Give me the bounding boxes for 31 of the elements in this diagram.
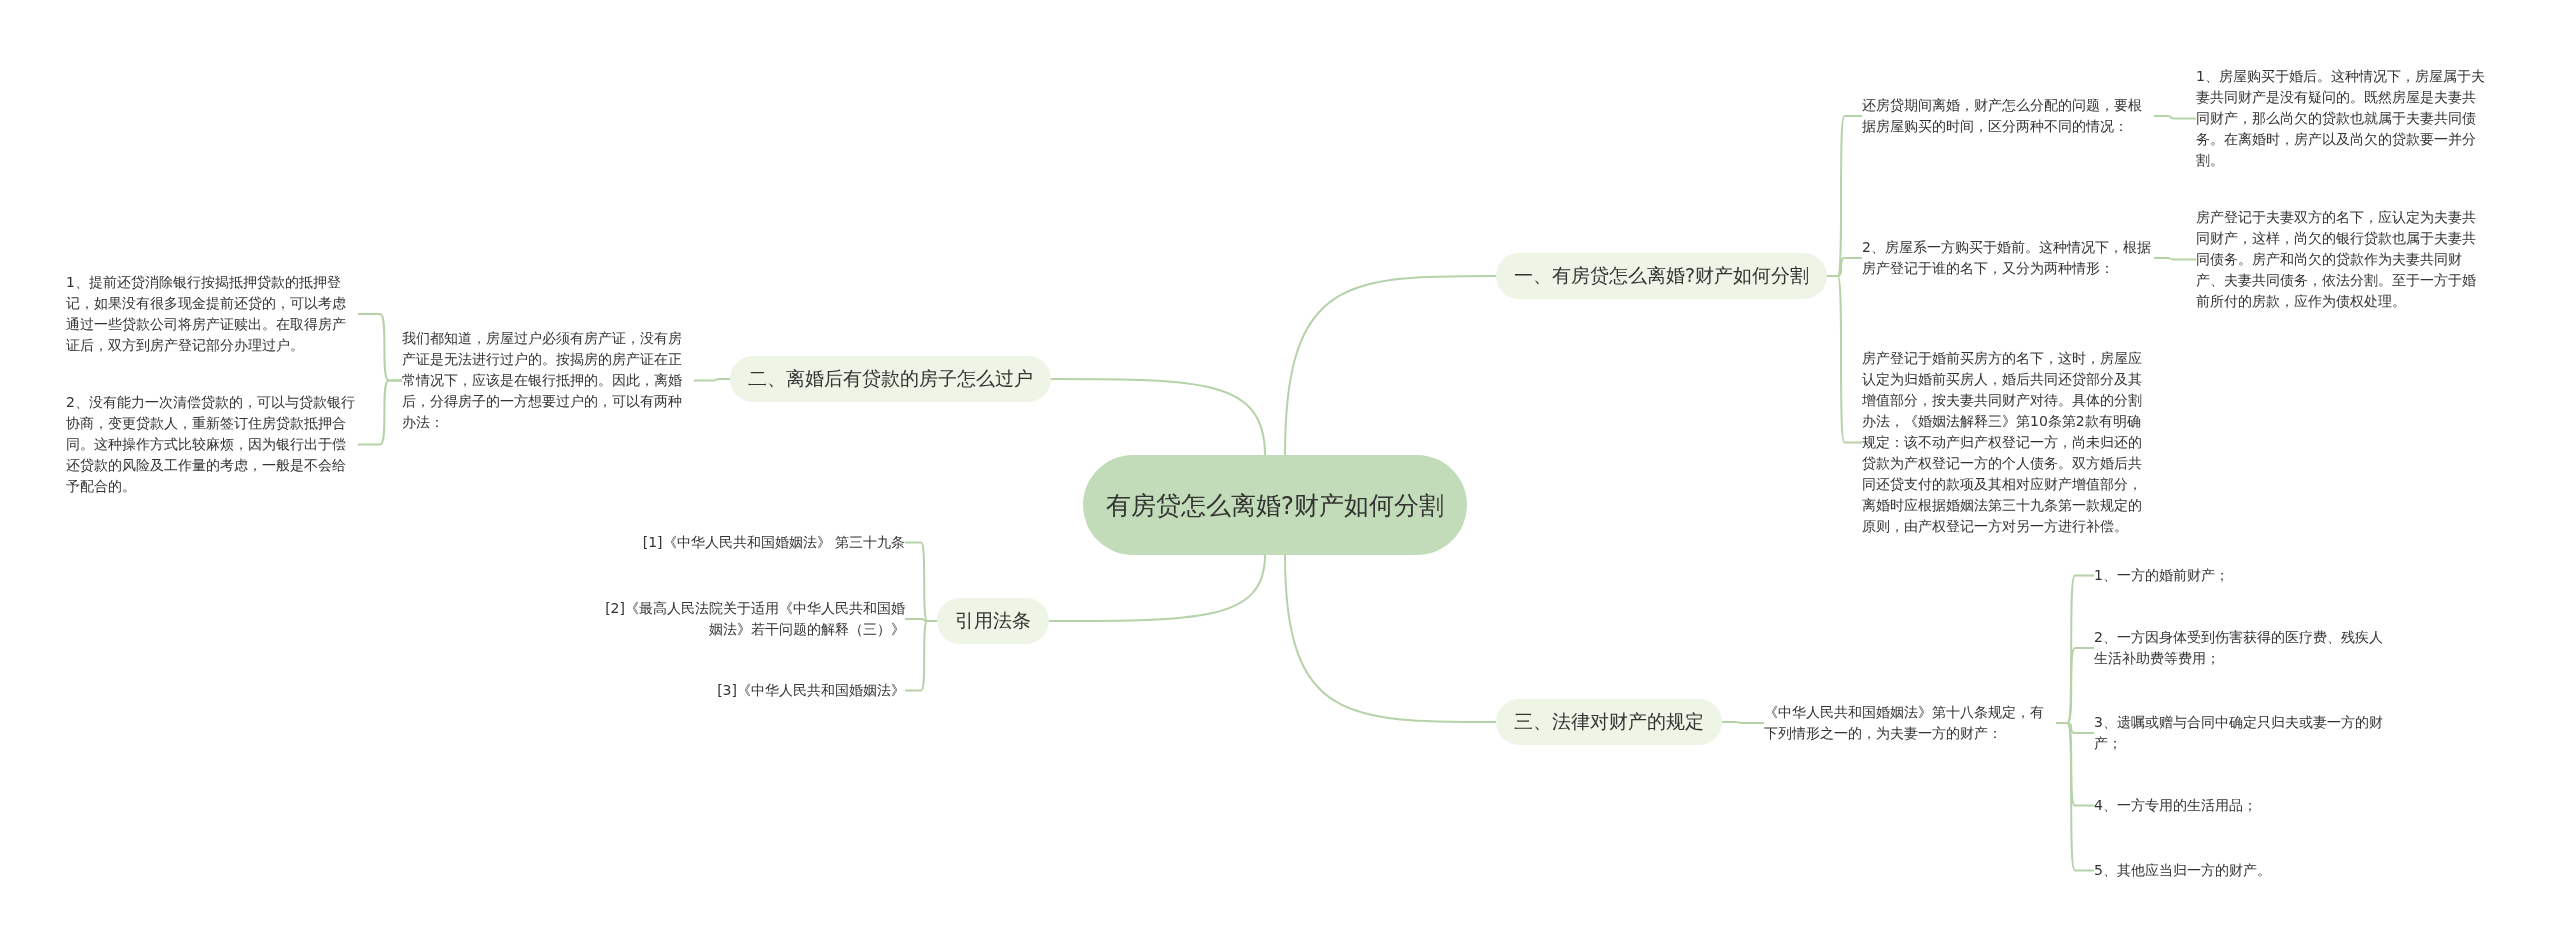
central-topic: 有房贷怎么离婚?财产如何分割 <box>1083 455 1467 555</box>
note-text: 2、房屋系一方购买于婚前。这种情况下，根据房产登记于谁的名下，又分为两种情形： <box>1862 237 2154 279</box>
note-text: 3、遗嘱或赠与合同中确定只归夫或妻一方的财产； <box>2094 712 2386 754</box>
note-text: 《中华人民共和国婚姻法》第十八条规定，有下列情形之一的，为夫妻一方的财产： <box>1764 702 2056 744</box>
branch-topic: 引用法条 <box>937 598 1049 644</box>
note-text: 我们都知道，房屋过户必须有房产证，没有房产证是无法进行过户的。按揭房的房产证在正常情况下，应该是在银行抵押的。因此，离婚后，分得房子的一方想要过户的，可以有两种办法： <box>402 328 694 433</box>
note-text: 4、一方专用的生活用品； <box>2094 795 2386 816</box>
note-text: 1、房屋购买于婚后。这种情况下，房屋属于夫妻共同财产是没有疑问的。既然房屋是夫妻共同财产，那么尚欠的贷款也就属于夫妻共同债务。在离婚时，房产以及尚欠的贷款要一并分割。 <box>2196 66 2488 171</box>
note-text: 2、没有能力一次清偿贷款的，可以与贷款银行协商，变更贷款人，重新签订住房贷款抵押合同。这种操作方式比较麻烦，因为银行出于偿还贷款的风险及工作量的考虑，一般是不会给予配合的。 <box>66 392 358 497</box>
connector-line <box>1721 721 1765 724</box>
note-text: [2]《最高人民法院关于适用《中华人民共和国婚姻法》若干问题的解释（三）》 <box>600 598 905 640</box>
branch-topic: 三、法律对财产的规定 <box>1496 699 1722 745</box>
branch-topic: 一、有房贷怎么离婚?财产如何分割 <box>1496 253 1828 299</box>
note-text: 房产登记于婚前买房方的名下，这时，房屋应认定为归婚前买房人，婚后共同还贷部分及其增值部分，按夫妻共同财产对待。具体的分割办法，《婚姻法解释三》第10条第2款有明确规定：该不动产归产权登记一方，尚未归还的贷款为产权登记一方的个人债务。双方婚后共同还贷支付的款项及其相对应财产增值部分，离婚时应根据婚姻法第三十九条第一款规定的原则，由产权登记一方对另一方进行补偿。 <box>1862 348 2154 537</box>
note-text: 2、一方因身体受到伤害获得的医疗费、残疾人生活补助费等费用； <box>2094 627 2386 669</box>
connector-line <box>1284 275 1497 456</box>
connector-line <box>2153 115 2197 120</box>
connector-line <box>1050 378 1266 456</box>
connector-line <box>693 378 731 382</box>
connector-line <box>1048 554 1266 622</box>
branch-topic: 二、离婚后有贷款的房子怎么过户 <box>730 356 1051 402</box>
note-text: 5、其他应当归一方的财产。 <box>2094 860 2386 881</box>
note-text: 房产登记于夫妻双方的名下，应认定为夫妻共同财产，这样，尚欠的银行贷款也属于夫妻共同债务。房产和尚欠的贷款作为夫妻共同财产、夫妻共同债务，依法分割。至于一方于婚前所付的房款，应作为债权处理。 <box>2196 207 2488 312</box>
note-text: [3]《中华人民共和国婚姻法》 <box>600 680 905 701</box>
connector-line <box>1284 554 1497 723</box>
connector-line <box>1826 275 1863 444</box>
note-text: 还房贷期间离婚，财产怎么分配的问题，要根据房屋购买的时间，区分两种不同的情况： <box>1862 95 2154 137</box>
note-text: 1、一方的婚前财产； <box>2094 565 2386 586</box>
note-text: [1]《中华人民共和国婚姻法》 第三十九条 <box>600 532 905 553</box>
connector-line <box>2153 257 2197 261</box>
note-text: 1、提前还贷消除银行按揭抵押贷款的抵押登记，如果没有很多现金提前还贷的，可以考虑通过一些贷款公司将房产证赎出。在取得房产证后，双方到房产登记部分办理过户。 <box>66 272 358 356</box>
